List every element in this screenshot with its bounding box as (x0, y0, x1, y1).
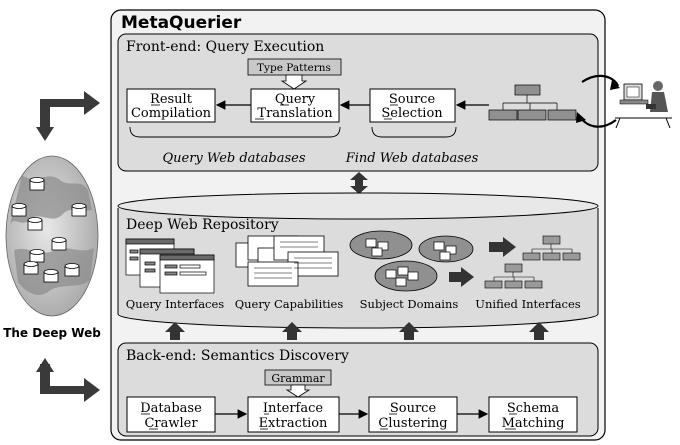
interface-extraction-label-2: Extraction (259, 416, 328, 431)
result-compilation-label-1: Result (150, 92, 193, 107)
query-web-db-label: Query Web databases (162, 151, 305, 166)
source-selection-label-1: Source (389, 92, 436, 107)
source-clustering-label-1: Source (390, 401, 437, 416)
domains-to-unified-arrow-2 (449, 267, 474, 287)
front-end-panel: Front-end: Query Execution Type Patterns… (117, 33, 599, 172)
back-end-title: Back-end: Semantics Discovery (126, 348, 349, 364)
bent-arrow-top (36, 91, 100, 141)
deep-web-label: The Deep Web (3, 326, 101, 340)
query-capabilities-lines (254, 241, 332, 279)
user-computer-icon (576, 74, 672, 129)
back-to-repo-arrows (165, 322, 549, 340)
query-capabilities-label: Query Capabilities (235, 297, 344, 311)
subject-domains-icon (349, 230, 474, 292)
grammar-label: Grammar (271, 372, 325, 385)
database-crawler-label-2: Crawler (144, 416, 198, 431)
result-compilation-box (126, 88, 216, 123)
interface-extraction-label-1: Interface (263, 401, 323, 416)
repository-title: Deep Web Repository (126, 217, 279, 233)
schema-matching-label-1: Schema (507, 401, 560, 416)
query-tree-icon (488, 84, 577, 121)
deep-web-repository: Deep Web Repository Query Interfaces (117, 192, 599, 329)
query-translation-label-2: Translation (257, 106, 333, 121)
type-patterns-arrow (280, 74, 308, 90)
result-compilation-label-2: Compilation (131, 106, 212, 121)
database-crawler-label-1: Database (140, 401, 202, 416)
query-interfaces-label: Query Interfaces (126, 297, 225, 311)
bent-arrow-bottom (36, 358, 100, 402)
query-translation-box (250, 88, 340, 123)
metaquerier-title: MetaQuerier (121, 13, 242, 33)
query-interfaces-icon (125, 238, 215, 294)
unified-interfaces-icon (484, 235, 581, 289)
type-patterns-label: Type Patterns (257, 62, 331, 74)
front-repo-double-arrow (350, 172, 368, 194)
source-selection-label-2: Selection (381, 106, 443, 121)
unified-interfaces-label: Unified Interfaces (475, 297, 581, 311)
query-capabilities-icon (235, 235, 339, 287)
find-web-db-brace (371, 126, 457, 138)
subject-domains-label: Subject Domains (360, 297, 459, 311)
database-crawler-box (126, 396, 216, 433)
deep-web-globe (5, 155, 99, 317)
schema-matching-label-2: Matching (502, 416, 565, 431)
query-web-db-brace (129, 126, 341, 138)
source-clustering-box (368, 396, 458, 433)
grammar-arrow (285, 384, 311, 398)
front-end-title: Front-end: Query Execution (126, 39, 324, 55)
schema-matching-box (488, 396, 578, 433)
back-end-panel: Back-end: Semantics Discovery Grammar Da… (117, 342, 599, 437)
find-web-db-label: Find Web databases (345, 151, 479, 166)
domains-to-unified-arrow-1 (489, 237, 516, 257)
source-clustering-label-2: Clustering (378, 416, 447, 431)
query-translation-label-1: Query (275, 92, 316, 107)
source-selection-box (369, 88, 456, 123)
interface-extraction-box (247, 396, 340, 433)
